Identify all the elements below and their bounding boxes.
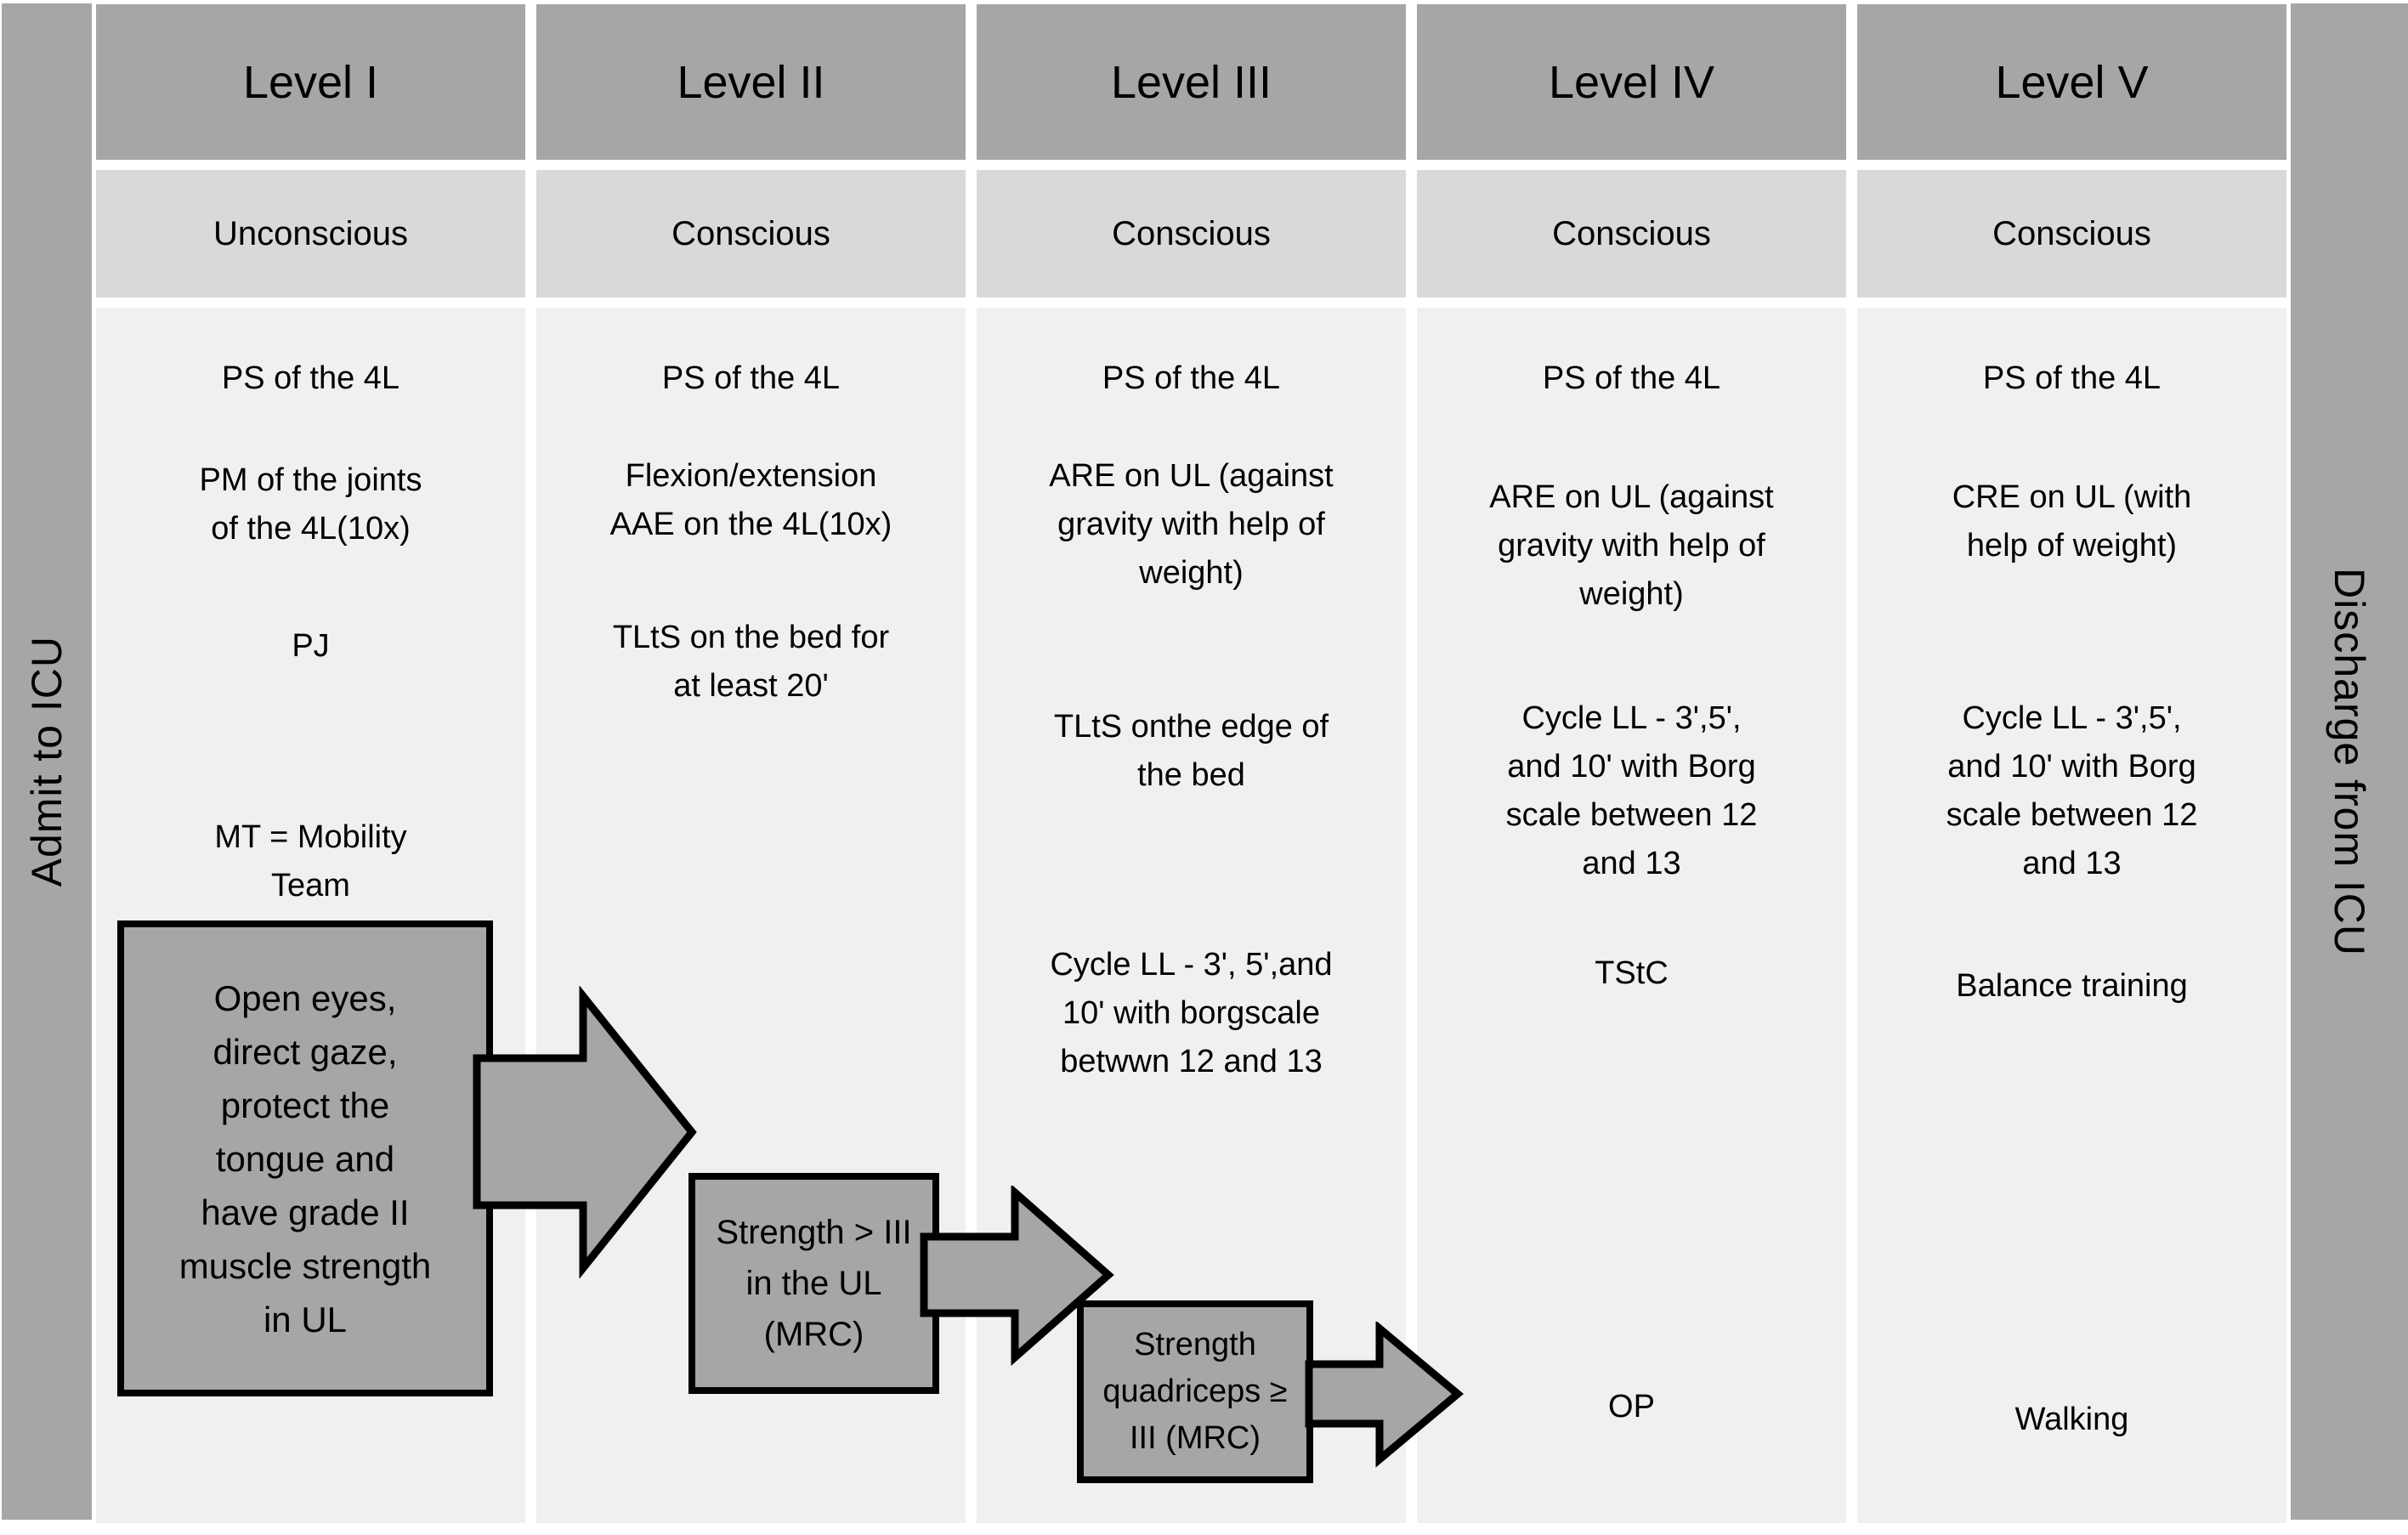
level-5-state-label: Conscious: [1992, 214, 2151, 252]
level-4-consciousness: Conscious: [1417, 170, 1846, 297]
level-4-state-label: Conscious: [1552, 214, 1711, 252]
activity-item: Balance training: [1956, 968, 2188, 1004]
activity-item: TLtS on the bed for at least 20': [612, 620, 890, 704]
level-2-state-label: Conscious: [671, 214, 830, 252]
level-5-header: Level V: [1857, 4, 2286, 160]
criteria-box-open-eyes: Open eyes, direct gaze, protect the tong…: [117, 920, 493, 1396]
level-4-title: Level IV: [1548, 56, 1715, 108]
level-4-header: Level IV: [1417, 4, 1846, 160]
admit-to-icu-label: Admit to ICU: [23, 636, 71, 887]
criteria-box-strength-ul: Strength > III in the UL (MRC): [688, 1173, 939, 1394]
criteria-box-strength-quadriceps: Strength quadriceps ≥ III (MRC): [1077, 1300, 1313, 1483]
level-3-header: Level III: [977, 4, 1406, 160]
activity-item: Cycle LL - 3', 5',and 10' with borgscale…: [1050, 947, 1333, 1079]
activity-item: PS of the 4L: [221, 360, 400, 396]
level-3-state-label: Conscious: [1112, 214, 1271, 252]
activity-item: PM of the joints of the 4L(10x): [199, 462, 422, 547]
flow-arrow-level2-to-3: [920, 1186, 1114, 1366]
activity-item: Flexion/extension AAE on the 4L(10x): [609, 458, 892, 542]
level-2-consciousness: Conscious: [536, 170, 966, 297]
activity-item: ARE on UL (against gravity with help of …: [1049, 458, 1334, 591]
level-5-consciousness: Conscious: [1857, 170, 2286, 297]
activity-item: Walking: [2014, 1402, 2129, 1437]
discharge-from-icu-sidebar: Discharge from ICU: [2291, 3, 2408, 1520]
activity-item: TStC: [1595, 955, 1669, 991]
level-3-consciousness: Conscious: [977, 170, 1406, 297]
activity-item: CRE on UL (with help of weight): [1952, 479, 2192, 564]
level-1-state-label: Unconscious: [212, 214, 408, 252]
level-2-header: Level II: [536, 4, 966, 160]
activity-item: PS of the 4L: [661, 360, 841, 396]
activity-item: ARE on UL (against gravity with help of …: [1489, 479, 1774, 612]
activity-item: MT = Mobility Team: [214, 819, 407, 903]
level-5-title: Level V: [1995, 56, 2149, 108]
level-1-consciousness: Unconscious: [96, 170, 525, 297]
level-1-title: Level I: [242, 56, 379, 108]
activity-item: PS of the 4L: [1542, 360, 1721, 396]
activity-item: Cycle LL - 3',5', and 10' with Borg scal…: [1505, 700, 1758, 881]
level-4-activities: PS of the 4L ARE on UL (against gravity …: [1417, 308, 1846, 1523]
flow-arrow-level1-to-2: [473, 986, 697, 1278]
activity-item: OP: [1608, 1389, 1655, 1425]
flow-arrow-level3-to-4: [1305, 1322, 1465, 1468]
discharge-from-icu-label: Discharge from ICU: [2326, 567, 2373, 956]
level-1-header: Level I: [96, 4, 525, 160]
level-2-title: Level II: [677, 56, 825, 108]
activity-item: PS of the 4L: [1102, 360, 1281, 396]
activity-item: TLtS onthe edge of the bed: [1053, 709, 1329, 793]
admit-to-icu-sidebar: Admit to ICU: [2, 3, 92, 1520]
level-5-activities: PS of the 4L CRE on UL (with help of wei…: [1857, 308, 2286, 1523]
activity-item: PS of the 4L: [1982, 360, 2162, 396]
activity-item: PJ: [292, 628, 330, 664]
activity-item: Cycle LL - 3',5', and 10' with Borg scal…: [1946, 700, 2198, 881]
level-3-title: Level III: [1110, 56, 1272, 108]
